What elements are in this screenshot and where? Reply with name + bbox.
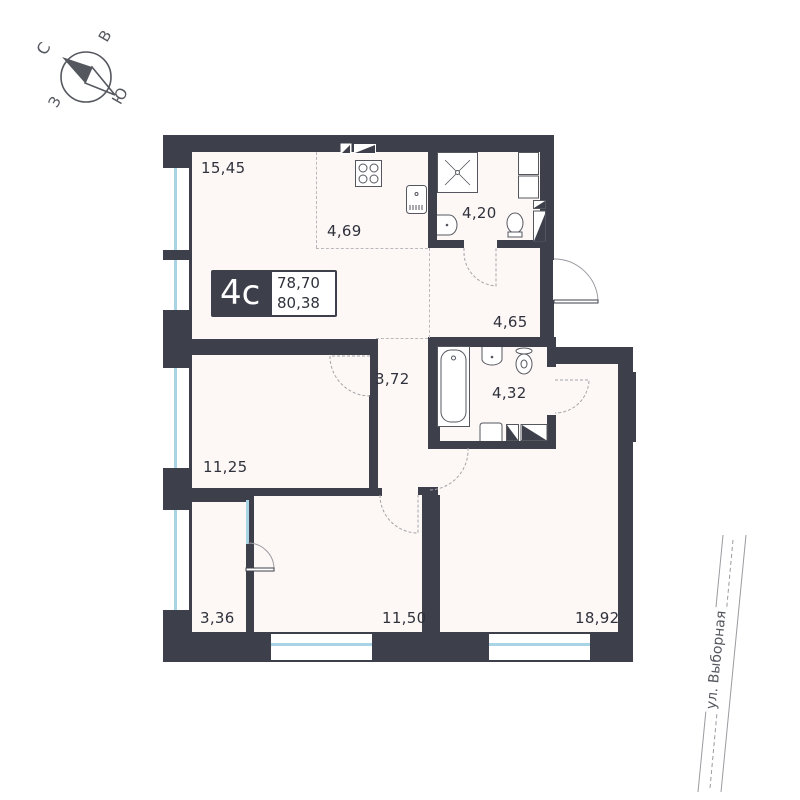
- door-wardrobe[interactable]: [245, 542, 281, 578]
- shower-washbasin-icon: [437, 214, 458, 236]
- area-corridor: 3,72: [375, 370, 410, 388]
- kitchen-vent-icon: [340, 143, 376, 155]
- area-entrance-hall: 4,65: [493, 313, 528, 331]
- door-bedroom-2[interactable]: [379, 494, 425, 540]
- wall-shower-bottom-r: [497, 240, 542, 248]
- area-wardrobe: 3,36: [200, 609, 235, 627]
- bedroom-1-floor: [192, 355, 370, 488]
- hall-zone-line-v: [429, 248, 430, 338]
- door-shower[interactable]: [462, 248, 502, 293]
- window-living-1[interactable]: [163, 168, 189, 250]
- wall-living-bottom: [192, 339, 377, 355]
- boiler-icon: [479, 422, 503, 441]
- area-bedroom-1: 11,25: [203, 458, 248, 476]
- door-entrance[interactable]: [553, 258, 604, 308]
- bath-toilet-icon: [515, 347, 533, 375]
- area-bedroom-3: 18,92: [575, 609, 620, 627]
- window-bedroom-2[interactable]: [271, 634, 372, 660]
- wall-bedroom2-left: [246, 570, 253, 632]
- wall-bedroom3-top: [555, 350, 630, 364]
- area-kitchen: 4,69: [327, 222, 362, 240]
- door-bedroom-3[interactable]: [429, 445, 475, 495]
- wardrobe-floor: [192, 500, 246, 632]
- compass: С В Ю З: [30, 25, 140, 125]
- apartment-area-box: 78,70 80,38: [272, 272, 335, 315]
- window-wardrobe[interactable]: [163, 510, 189, 610]
- bathtub-icon: [437, 346, 470, 427]
- area-bedroom-2: 11,50: [382, 609, 427, 627]
- compass-icon: [60, 51, 116, 103]
- bath-riser-icon: [506, 424, 548, 441]
- wall-bath-right-lower: [547, 415, 556, 447]
- east-outer-fin: [630, 372, 636, 442]
- wall-bedroom3-left-stub: [418, 487, 438, 495]
- utility-riser-icon: [533, 200, 546, 242]
- stove-icon: [355, 160, 382, 187]
- door-bedroom-1[interactable]: [329, 355, 375, 401]
- kitchen-zone-line-h: [316, 248, 428, 249]
- washer-icon: [518, 152, 539, 199]
- shower-toilet-icon: [506, 212, 524, 238]
- window-living-2[interactable]: [163, 260, 189, 310]
- area-bathroom: 4,32: [492, 384, 527, 402]
- door-bathroom[interactable]: [554, 379, 595, 420]
- bath-washbasin-icon: [481, 347, 503, 366]
- street: ул. Выборная: [680, 530, 760, 800]
- kitchen-zone-line-v: [316, 152, 317, 248]
- exterior-gap: [553, 135, 653, 347]
- wall-bedroom2-top: [192, 490, 252, 502]
- wall-bath-box-top: [428, 337, 550, 347]
- area-living-room: 15,45: [201, 159, 246, 177]
- apartment-total-area: 80,38: [277, 294, 320, 312]
- wall-bath-right-upper: [547, 337, 556, 367]
- wall-bedroom3-left: [428, 487, 438, 632]
- wall-bedroom1-right: [369, 395, 376, 490]
- window-bedroom-3[interactable]: [489, 634, 590, 660]
- apartment-type-label: 4с: [220, 273, 261, 313]
- bedroom-2-floor: [254, 495, 422, 632]
- apartment-living-area: 78,70: [277, 274, 320, 292]
- hall-lower-floor: [378, 445, 440, 495]
- wall-bedroom1-bottom: [192, 488, 382, 496]
- wall-bath-bottom: [428, 441, 556, 449]
- window-bedroom-1[interactable]: [163, 368, 189, 468]
- area-shower-room: 4,20: [462, 204, 497, 222]
- wall-shower-bottom-l: [428, 240, 464, 248]
- shower-tray-icon: [437, 152, 478, 193]
- wall-bath-left: [428, 337, 437, 447]
- hall-zone-line-h: [376, 338, 428, 339]
- apartment-badge: 4с 78,70 80,38: [211, 270, 337, 317]
- wardrobe-glass-partition: [246, 500, 249, 544]
- sink-icon: [406, 185, 427, 214]
- wall-shower-left: [428, 150, 437, 246]
